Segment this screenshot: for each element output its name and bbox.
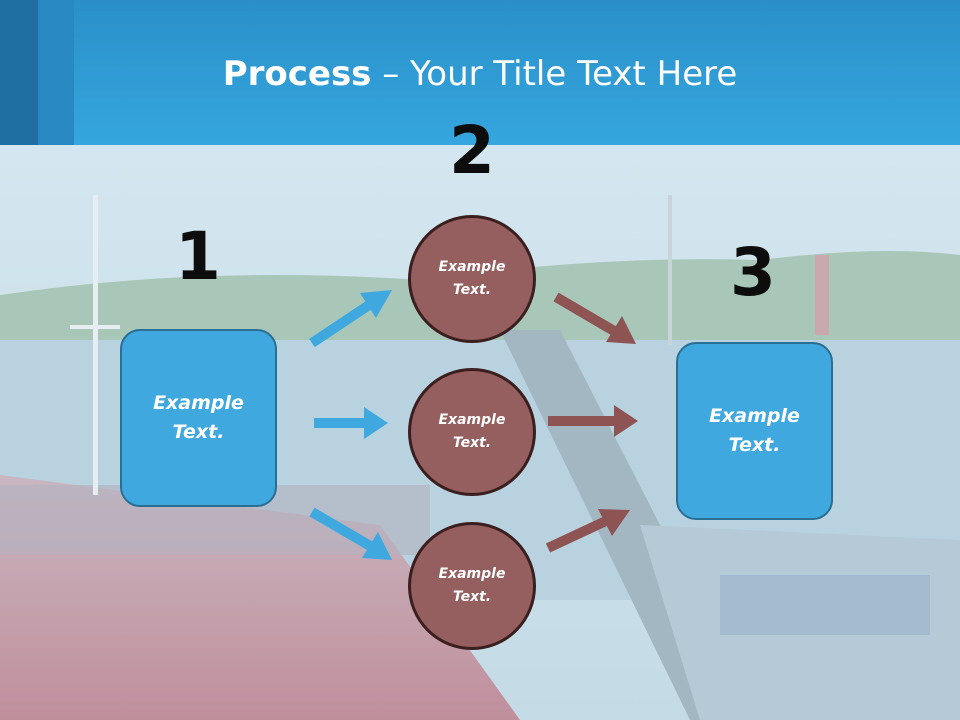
arrow-1-to-2-top <box>309 290 392 348</box>
step-2-circle-top: Example Text. <box>408 215 536 343</box>
step-2-circle-bottom: Example Text. <box>408 522 536 650</box>
header-accent-strip <box>38 0 74 145</box>
arrow-2-to-3-top <box>553 292 636 344</box>
step-3-number: 3 <box>730 234 776 311</box>
step-1-number: 1 <box>175 218 221 295</box>
header-accent-strip <box>0 0 38 145</box>
step-3-box: Example Text. <box>676 342 833 520</box>
title-rest: – Your Title Text Here <box>371 54 738 94</box>
step-2-circle-label: Example Text. <box>438 259 506 298</box>
header-bar: Process – Your Title Text Here <box>0 0 960 145</box>
arrow-1-to-2-middle <box>314 407 388 439</box>
step-1-label: Example Text. <box>153 392 244 443</box>
step-1-box: Example Text. <box>120 329 277 507</box>
arrow-2-to-3-middle <box>548 405 638 437</box>
step-2-number: 2 <box>449 112 495 189</box>
step-2-circle-middle: Example Text. <box>408 368 536 496</box>
step-3-label: Example Text. <box>709 405 800 456</box>
step-2-circle-label: Example Text. <box>438 412 506 451</box>
slide-title: Process – Your Title Text Here <box>0 52 960 96</box>
arrow-2-to-3-bottom <box>545 509 630 553</box>
step-2-circle-label: Example Text. <box>438 566 506 605</box>
arrow-1-to-2-bottom <box>309 507 392 560</box>
title-bold: Process <box>222 54 372 94</box>
